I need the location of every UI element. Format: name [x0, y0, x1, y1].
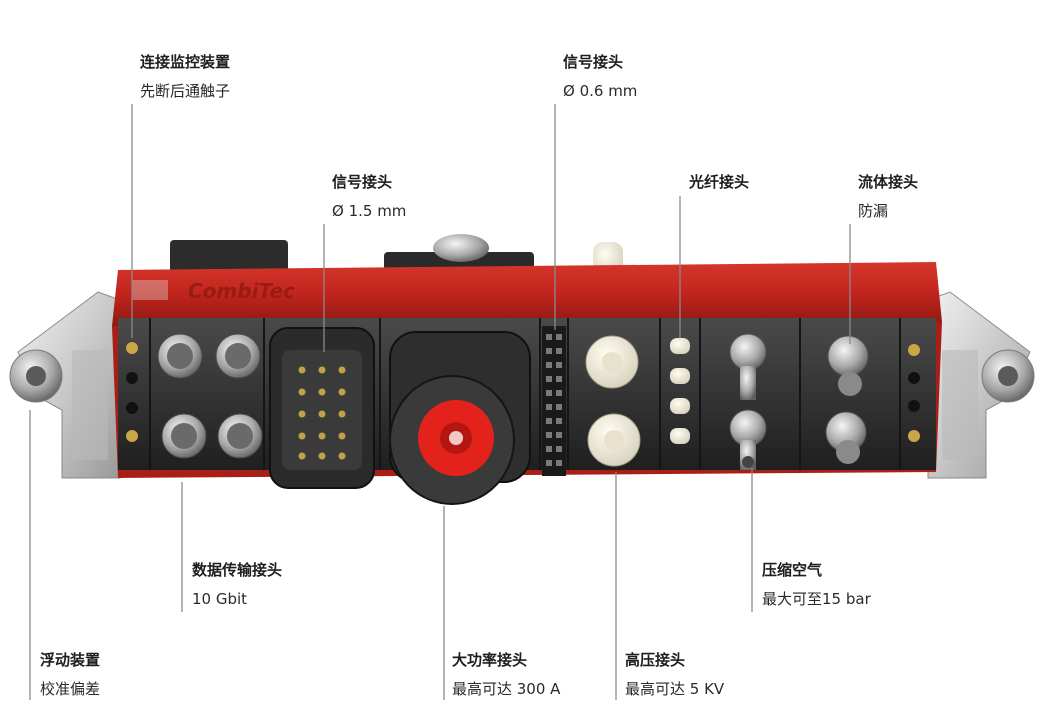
callout-title: 浮动装置: [40, 651, 101, 669]
leader-lines: [29, 104, 851, 700]
data-transmission-connectors: [157, 333, 263, 459]
callout-signal-06: 信号接头 Ø 0.6 mm: [563, 52, 637, 101]
callout-title: 数据传输接头: [192, 561, 283, 579]
high-voltage-connectors: [585, 335, 641, 467]
right-floating-bracket: [927, 291, 1035, 479]
fluid-connectors: [825, 335, 869, 464]
callout-fiber: 光纤接头: [689, 172, 749, 192]
callout-subtitle: Ø 0.6 mm: [563, 82, 638, 100]
callout-title: 流体接头: [858, 173, 919, 191]
callout-title: 大功率接头: [452, 651, 528, 669]
callout-title: 压缩空气: [762, 561, 823, 579]
callout-connection-monitor: 连接监控装置 先断后通触子: [140, 52, 230, 101]
compressed-air-connectors: [729, 333, 767, 470]
callout-fluid: 流体接头 防漏: [858, 172, 918, 221]
callout-subtitle: Ø 1.5 mm: [332, 202, 407, 220]
rear-housing-block: [170, 240, 288, 276]
callout-title: 信号接头: [332, 173, 393, 191]
housing-brand-text: CombiTec: [188, 279, 295, 303]
signal-connector-15mm: [269, 327, 375, 489]
callout-subtitle: 先断后通触子: [140, 82, 231, 100]
callout-air: 压缩空气 最大可至15 bar: [762, 560, 871, 609]
left-floating-bracket: [9, 291, 121, 479]
right-monitor-contacts: [908, 344, 920, 442]
callout-subtitle: 最大可至15 bar: [762, 590, 871, 608]
signal-connector-06mm: [542, 326, 566, 476]
callout-subtitle: 防漏: [858, 202, 889, 220]
fiber-optic-connectors: [670, 338, 690, 444]
callout-floating: 浮动装置 校准偏差: [40, 650, 100, 699]
callout-subtitle: 最高可达 300 A: [452, 680, 561, 698]
callout-high-voltage: 高压接头 最高可达 5 KV: [625, 650, 724, 699]
callout-subtitle: 校准偏差: [40, 680, 101, 698]
callout-title: 高压接头: [625, 651, 686, 669]
callout-signal-15: 信号接头 Ø 1.5 mm: [332, 172, 406, 221]
callout-title: 连接监控装置: [140, 53, 231, 71]
high-power-connector: [389, 331, 531, 505]
callout-subtitle: 最高可达 5 KV: [625, 680, 725, 698]
callout-subtitle: 10 Gbit: [192, 590, 248, 608]
callout-data: 数据传输接头 10 Gbit: [192, 560, 282, 609]
callout-title: 信号接头: [563, 53, 624, 71]
left-monitor-contacts: [126, 342, 138, 442]
callout-title: 光纤接头: [689, 173, 750, 191]
callout-high-power: 大功率接头 最高可达 300 A: [452, 650, 560, 699]
rear-fitting: [433, 234, 489, 262]
